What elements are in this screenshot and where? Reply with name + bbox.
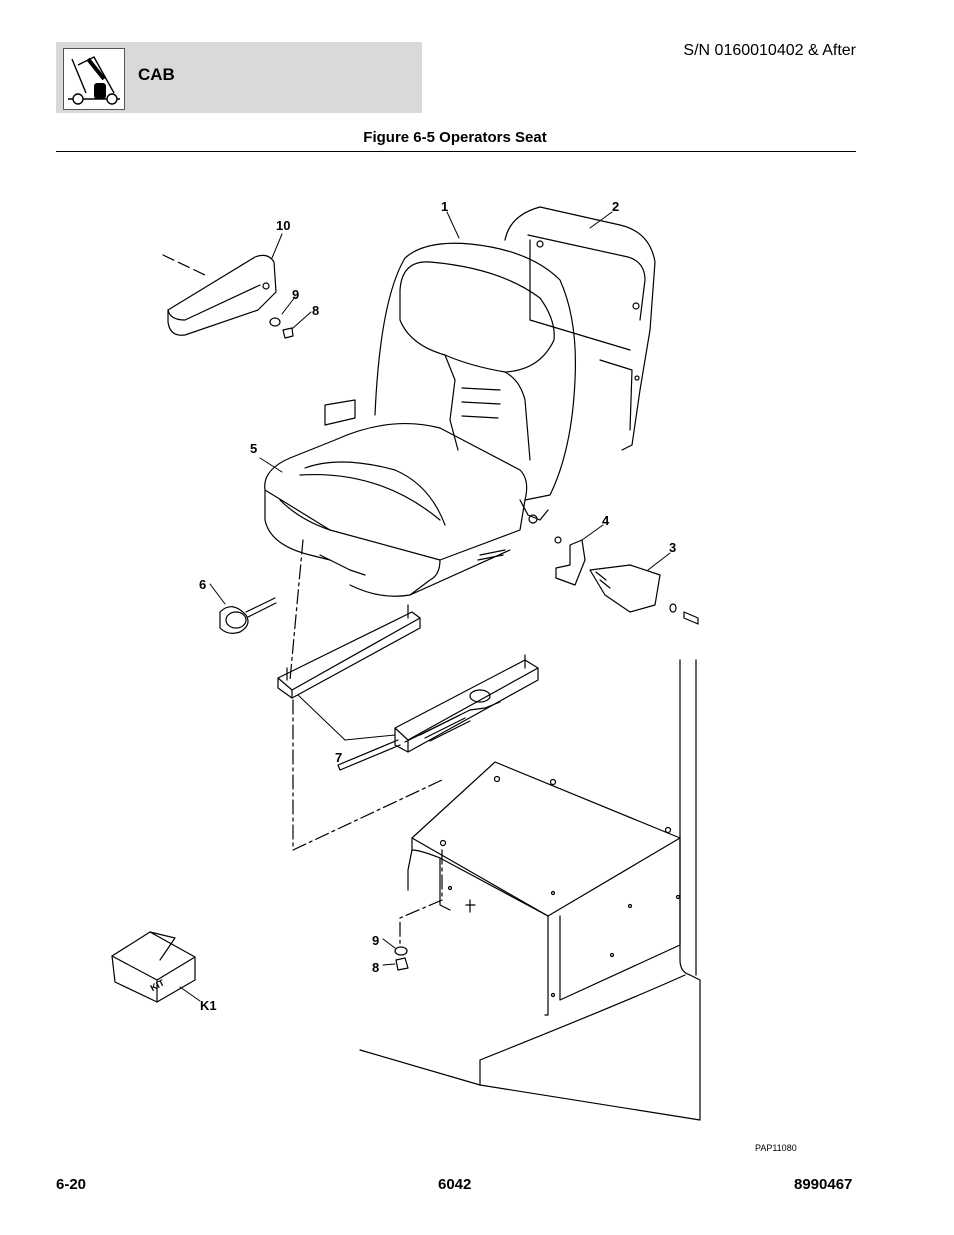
armrest xyxy=(162,254,409,971)
callout-9-riser: 9 xyxy=(372,933,380,948)
serial-range: S/N 0160010402 & After xyxy=(683,42,856,59)
header-rule xyxy=(56,151,856,152)
callout-8-armrest: 8 xyxy=(312,303,320,318)
model-number: 6042 xyxy=(438,1176,472,1193)
callout-1: 1 xyxy=(441,199,449,214)
callout-5: 5 xyxy=(250,441,258,456)
assembly-lines xyxy=(289,539,443,946)
kit-label: KIT xyxy=(149,977,167,993)
seat-cushion xyxy=(264,422,528,597)
slide-rails xyxy=(277,604,539,771)
adjust-knob xyxy=(219,597,277,634)
callout-8-riser: 8 xyxy=(372,960,380,975)
seat-back xyxy=(324,242,576,524)
drawing-number: PAP11080 xyxy=(755,1143,797,1153)
kit-box xyxy=(111,931,196,1003)
callout-6: 6 xyxy=(199,577,207,592)
page-number: 6-20 xyxy=(56,1176,87,1193)
machine-operator-seat-icon xyxy=(63,48,125,110)
callout-9-armrest: 9 xyxy=(292,287,300,302)
callout-k1: K1 xyxy=(200,998,217,1013)
manual-part-number: 8990467 xyxy=(794,1176,853,1193)
callout-4: 4 xyxy=(602,513,610,528)
callout-3: 3 xyxy=(669,540,677,555)
back-panel xyxy=(504,206,656,451)
figure-title: Figure 6-5 Operators Seat xyxy=(363,129,547,146)
callout-2: 2 xyxy=(612,199,620,214)
callout-7: 7 xyxy=(335,750,343,765)
callout-leaders xyxy=(179,211,671,1002)
cab-floor xyxy=(359,659,701,1121)
seat-riser xyxy=(407,761,681,1016)
seat-belt xyxy=(554,536,699,625)
section-title: CAB xyxy=(138,65,175,84)
section-header: CAB xyxy=(56,42,422,113)
callout-10: 10 xyxy=(276,218,291,233)
